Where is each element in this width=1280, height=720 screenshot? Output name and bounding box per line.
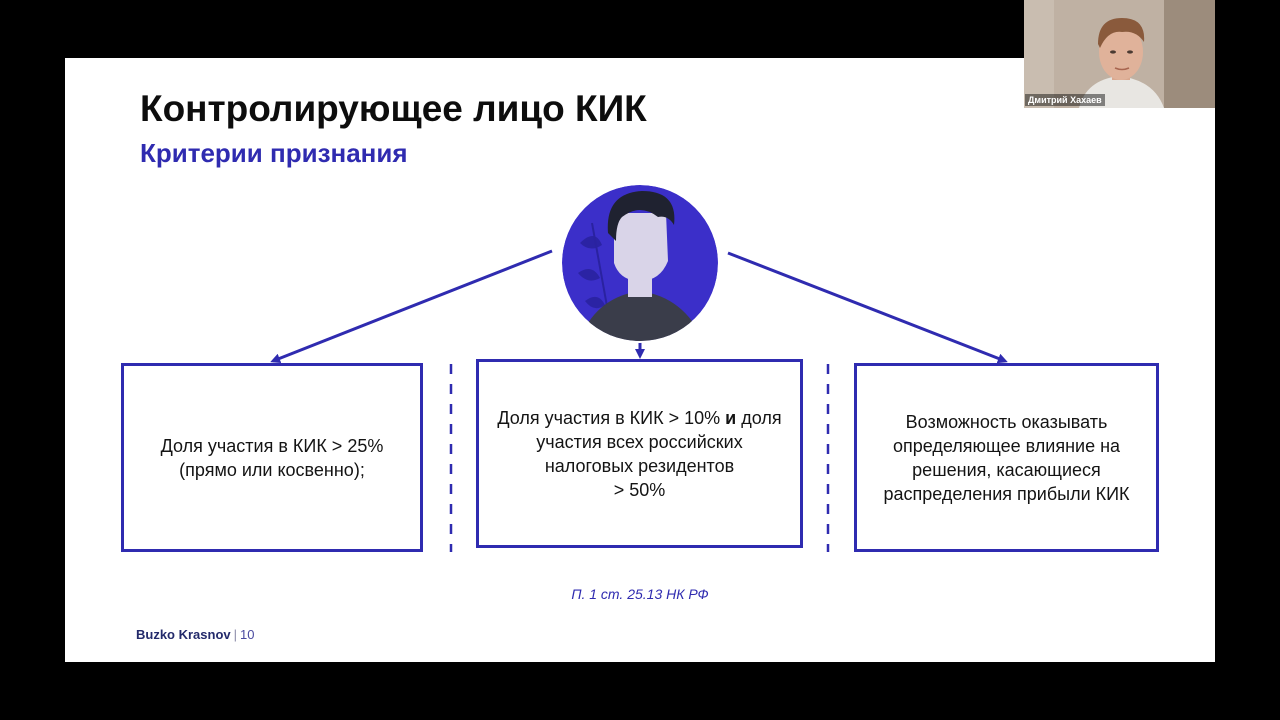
page-number: 10	[240, 627, 255, 642]
legal-source-reference: П. 1 ст. 25.13 НК РФ	[571, 586, 709, 602]
person-avatar-icon	[560, 183, 720, 343]
criterion-text: Доля участия в КИК > 10% и доля участия …	[497, 407, 782, 500]
arrow-left	[270, 249, 553, 364]
criterion-box-influence: Возможность оказывать определяющее влиян…	[854, 363, 1159, 552]
criterion-text: Возможность оказывать определяющее влиян…	[883, 411, 1130, 504]
criterion-box-ownership-25: Доля участия в КИК > 25% (прямо или косв…	[121, 363, 423, 552]
slide-subtitle: Критерии признания	[140, 138, 408, 168]
slide-title: Контролирующее лицо КИК	[140, 88, 647, 129]
participant-video-feed	[1024, 0, 1215, 108]
arrow-right	[727, 251, 1008, 364]
connector-arrows	[270, 249, 1008, 552]
criterion-box-ownership-10: Доля участия в КИК > 10% и доля участия …	[476, 359, 803, 548]
criterion-text: Доля участия в КИК > 25% (прямо или косв…	[160, 435, 384, 480]
footer-separator: |	[233, 627, 238, 642]
slide-footer: Buzko Krasnov|10	[136, 627, 255, 642]
presentation-slide: Контролирующее лицо КИК Критерии признан…	[65, 58, 1215, 662]
participant-video-tile[interactable]: Дмитрий Хахаев	[1024, 0, 1215, 108]
participant-name-label: Дмитрий Хахаев	[1025, 94, 1105, 106]
brand-name: Buzko Krasnov	[136, 627, 231, 642]
